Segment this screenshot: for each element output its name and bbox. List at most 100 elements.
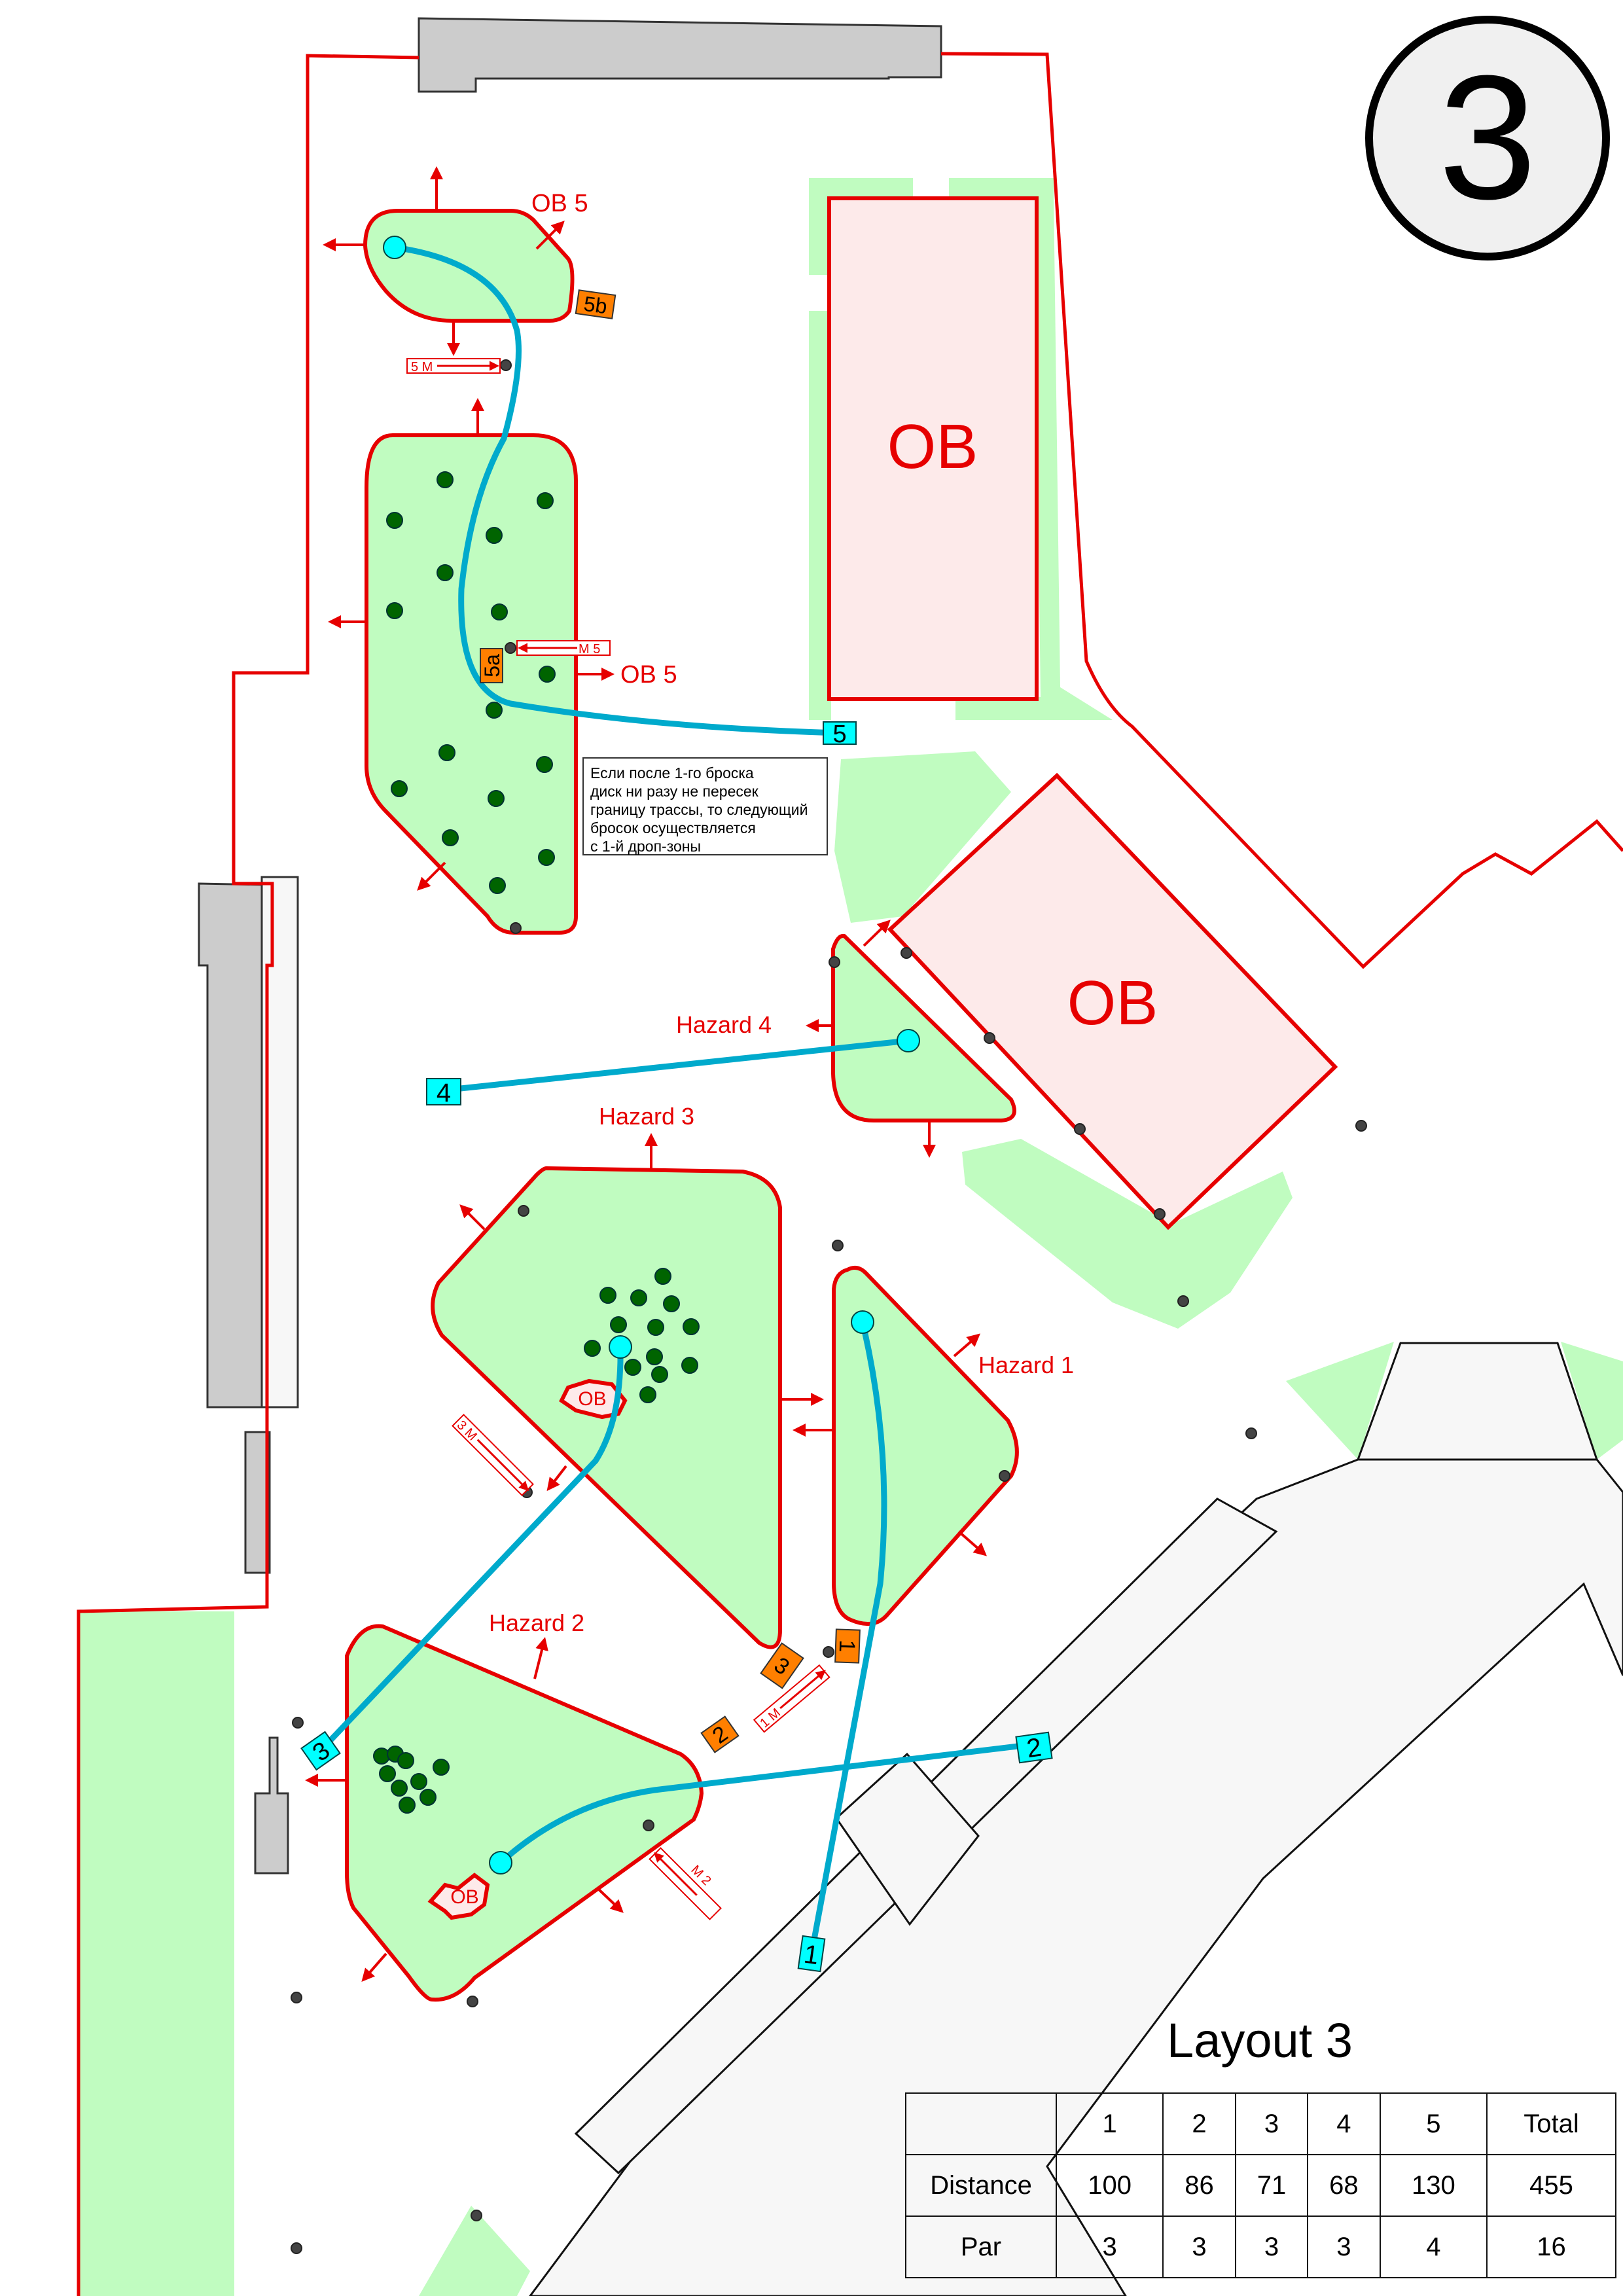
tree <box>442 829 459 846</box>
dropzone-1: 1 <box>834 1628 861 1664</box>
arrow-icon <box>863 920 891 947</box>
tree <box>399 1797 416 1814</box>
post <box>505 642 516 654</box>
svg-text:5 M: 5 M <box>411 360 433 374</box>
flight-line-hole1 <box>808 1319 887 1957</box>
basket-hole3 <box>609 1335 632 1359</box>
hazard3-label: Hazard 3 <box>599 1103 694 1130</box>
post <box>832 1240 844 1251</box>
tree <box>610 1316 627 1333</box>
header-cell: Total <box>1486 2092 1616 2155</box>
ob-spot-h3-label: OB <box>578 1388 606 1410</box>
header-cell: 3 <box>1234 2092 1309 2155</box>
tree <box>584 1340 601 1357</box>
drop-zone-note: Если после 1-го броска диск ни разу не п… <box>582 757 828 855</box>
building-left-strip <box>260 876 299 1408</box>
flight-line-hole3 <box>314 1344 624 1757</box>
ob-zone-mid-label: OB <box>1067 968 1158 1038</box>
dropzone-3: 3 <box>760 1642 804 1689</box>
post <box>1355 1120 1367 1132</box>
flight-line-hole5 <box>391 244 843 736</box>
post <box>829 956 840 968</box>
hazard4-area <box>831 933 1016 1122</box>
flight-line-hole2 <box>497 1741 1037 1866</box>
post <box>1154 1208 1166 1220</box>
drop-zones: 1 2 3 5a 5b <box>480 289 861 1753</box>
tee-3: 3 <box>300 1731 341 1771</box>
row-label: Distance <box>905 2154 1057 2217</box>
basket-hole1 <box>851 1310 874 1334</box>
post <box>1245 1427 1257 1439</box>
grass-lower-diag <box>962 1139 1293 1329</box>
cell: 3 <box>1234 2215 1309 2278</box>
tree <box>410 1773 427 1790</box>
basket-hole2 <box>489 1851 512 1874</box>
header-cell: 5 <box>1379 2092 1488 2155</box>
flight-lines <box>314 244 1037 1957</box>
grass-fan-left <box>1286 1342 1394 1460</box>
hazard1-label: Hazard 1 <box>978 1352 1074 1378</box>
tree <box>488 790 505 807</box>
hazard-labels: OB 5 OB 5 Hazard 4 Hazard 3 Hazard 1 Haz… <box>489 190 1074 1636</box>
tree <box>489 877 506 894</box>
mandos: 5 M M 5 3 M 1 M M 2 <box>406 358 830 1920</box>
note-line: Если после 1-го броска <box>590 764 754 781</box>
post <box>467 1996 478 2007</box>
hazard4-label: Hazard 4 <box>676 1011 772 1038</box>
svg-text:4: 4 <box>437 1079 451 1107</box>
arrow-icon <box>546 1465 567 1492</box>
post <box>291 1992 302 2003</box>
arrow-icon <box>953 1333 981 1357</box>
grass-mid-block <box>834 751 1011 923</box>
arrow-icon <box>417 861 446 891</box>
note-line: бросок осуществляется <box>590 819 756 836</box>
grass-bottom-fan <box>419 2206 530 2296</box>
tree <box>624 1359 641 1376</box>
grass-fan-right <box>1561 1342 1623 1460</box>
tree <box>438 744 455 761</box>
post <box>500 359 512 371</box>
basket-hole5 <box>383 236 406 259</box>
tree <box>681 1357 698 1374</box>
arrow-icon <box>459 1204 486 1230</box>
tree <box>536 756 553 773</box>
ob-arrows <box>305 166 988 1982</box>
tree <box>539 666 556 683</box>
tee-2: 2 <box>1015 1731 1053 1764</box>
tree <box>433 1759 450 1776</box>
tree <box>437 564 454 581</box>
post <box>984 1032 995 1044</box>
post <box>643 1820 654 1831</box>
note-line: с 1-й дроп-зоны <box>590 838 702 855</box>
arrow-icon <box>361 1952 387 1982</box>
tree <box>386 602 403 619</box>
basket-hole4 <box>897 1029 920 1052</box>
building-top <box>418 17 942 93</box>
cell: 4 <box>1379 2215 1488 2278</box>
course-boundary <box>77 52 1623 2296</box>
building-small-1 <box>244 1431 271 1574</box>
tree <box>386 512 403 529</box>
flight-line-hole4 <box>445 1037 912 1093</box>
arrow-icon <box>533 1637 548 1679</box>
cell: 100 <box>1055 2154 1164 2217</box>
tree <box>654 1268 671 1285</box>
ob5-top-label: OB 5 <box>531 190 588 217</box>
mando-2 <box>649 1847 722 1920</box>
tree <box>491 603 508 620</box>
ob-spot-h2-label: OB <box>450 1886 478 1908</box>
cell: 71 <box>1234 2154 1309 2217</box>
ob5-area-top <box>363 209 575 323</box>
buildings <box>198 17 1623 2296</box>
cell: 3 <box>1055 2215 1164 2278</box>
scorecard-row-distance: Distance 100 86 71 68 130 455 <box>905 2154 1616 2217</box>
post <box>823 1646 834 1658</box>
grass-right-column <box>809 311 831 720</box>
tree <box>683 1318 700 1335</box>
fairways <box>345 209 1019 2002</box>
ob5-mid-label: OB 5 <box>620 661 677 689</box>
walkway-square <box>835 1752 980 1926</box>
tree <box>537 492 554 509</box>
cell: 86 <box>1162 2154 1236 2217</box>
ob5-area-long <box>365 433 578 935</box>
